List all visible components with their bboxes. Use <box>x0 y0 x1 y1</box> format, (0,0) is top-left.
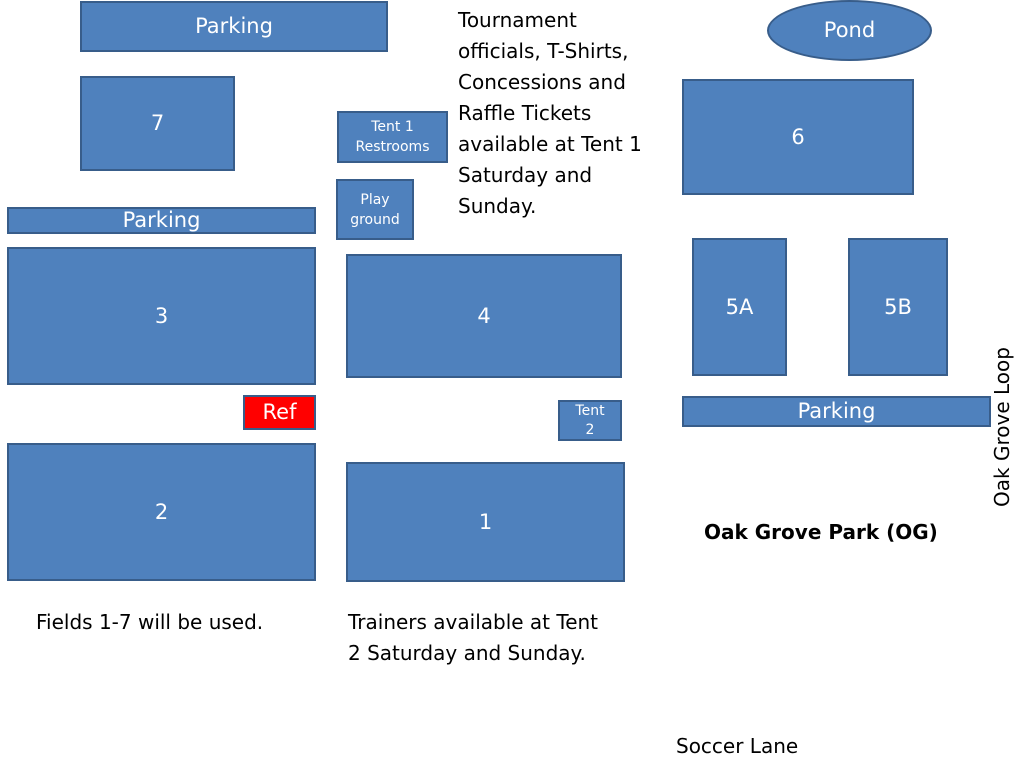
field-4: 4 <box>346 254 622 378</box>
field-4-label: 4 <box>477 303 491 328</box>
parking-middle-left: Parking <box>7 207 316 234</box>
field-1: 1 <box>346 462 625 582</box>
pond-label: Pond <box>823 18 876 43</box>
field-5b-label: 5B <box>884 294 912 319</box>
oak-grove-loop-label: Oak Grove Loop <box>990 347 1014 507</box>
tournament-info-note: Tournament officials, T-Shirts, Concessi… <box>458 8 642 218</box>
field-5b: 5B <box>848 238 948 376</box>
parking-top-left: Parking <box>80 1 388 52</box>
parking-right-label: Parking <box>797 399 876 424</box>
field-1-label: 1 <box>478 509 493 534</box>
field-6: 6 <box>682 79 914 195</box>
tent-1-restrooms: Tent 1 Restrooms <box>337 111 448 163</box>
parking-middle-left-label: Parking <box>122 208 201 233</box>
playground-label: Play ground <box>350 191 400 228</box>
fields-used-note: Fields 1-7 will be used. <box>36 610 264 634</box>
ref-tent: Ref <box>243 395 316 430</box>
ref-label: Ref <box>262 400 297 425</box>
soccer-lane-label: Soccer Lane <box>676 734 799 758</box>
field-5a-label: 5A <box>725 294 754 319</box>
tent-1-label: Tent 1 Restrooms <box>355 119 430 155</box>
field-7: 7 <box>80 76 235 171</box>
field-2: 2 <box>7 443 316 581</box>
field-2-label: 2 <box>154 499 169 524</box>
field-5a: 5A <box>692 238 787 376</box>
trainers-note: Trainers available at Tent 2 Saturday an… <box>348 610 599 665</box>
field-3-label: 3 <box>154 303 169 328</box>
field-7-label: 7 <box>150 111 165 136</box>
parking-right: Parking <box>682 396 991 427</box>
field-6-label: 6 <box>791 124 805 149</box>
park-name: Oak Grove Park (OG) <box>704 520 938 544</box>
parking-top-left-label: Parking <box>195 14 273 39</box>
playground: Play ground <box>336 179 414 240</box>
tent-2: Tent 2 <box>558 400 622 441</box>
tent-2-label: Tent 2 <box>575 402 605 438</box>
field-3: 3 <box>7 247 316 385</box>
pond: Pond <box>767 0 932 61</box>
